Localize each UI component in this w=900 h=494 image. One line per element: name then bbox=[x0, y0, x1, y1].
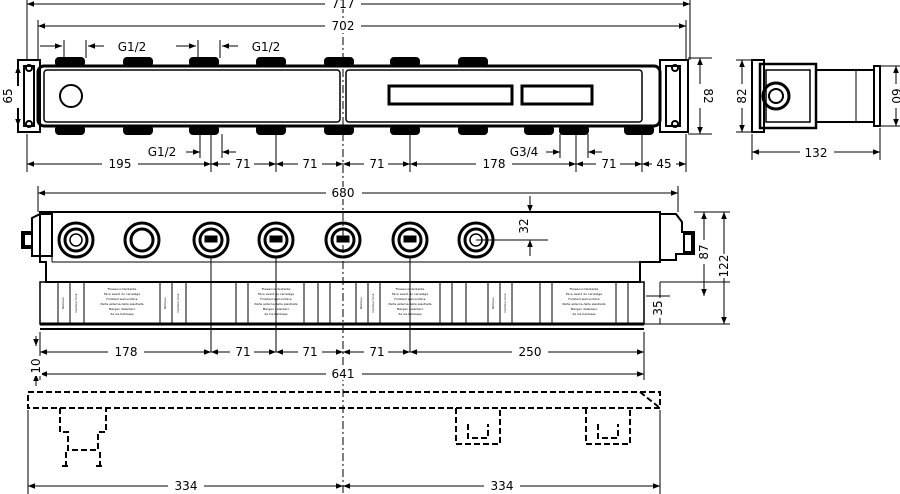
wall-label-vert-d: Contour brut bbox=[176, 293, 180, 313]
wall-label-c2: Face avant du carrelage bbox=[392, 292, 428, 296]
wall-label-d6: de los baldosas bbox=[572, 312, 596, 316]
wall-label-a1: Fliesenvorderkante bbox=[108, 287, 137, 291]
dim-45: 45 bbox=[656, 157, 671, 171]
top-nuts bbox=[55, 57, 654, 135]
dim-g12-bottom: G1/2 bbox=[148, 145, 177, 159]
front-right-bracket bbox=[659, 213, 695, 261]
wall-label-c5: Margen delantero bbox=[397, 307, 424, 311]
wall-label-d1: Fliesenvorderkante bbox=[570, 287, 599, 291]
dim-side-82: 82 bbox=[735, 88, 749, 103]
wall-label-b3: Finished wall surface bbox=[260, 297, 291, 301]
wall-label-d2: Face avant du carrelage bbox=[566, 292, 602, 296]
dim-641: 641 bbox=[332, 367, 355, 381]
wall-label-c1: Fliesenvorderkante bbox=[396, 287, 425, 291]
wall-label-a4: Parte esterna della piastrella bbox=[100, 302, 143, 306]
bottom-view bbox=[27, 391, 661, 467]
wall-label-vert-e: Rohbau bbox=[359, 297, 363, 308]
main-body-top bbox=[36, 64, 662, 128]
dim-side-132: 132 bbox=[805, 146, 828, 160]
dim-178: 178 bbox=[483, 157, 506, 171]
dim-334-left: 334 bbox=[175, 479, 198, 493]
dim-g12-b: G1/2 bbox=[252, 40, 281, 54]
dim-334-right: 334 bbox=[491, 479, 514, 493]
wall-label-a2: Face avant du carrelage bbox=[104, 292, 140, 296]
wall-label-vert-a: Rohbau bbox=[61, 297, 65, 308]
wall-label-vert-g: Rohbau bbox=[491, 297, 495, 308]
cutout-2 bbox=[520, 84, 594, 106]
wall-label-d3: Finished wall surface bbox=[568, 297, 599, 301]
wall-label-a6: de los baldosas bbox=[110, 312, 134, 316]
dim-spacing-71-b: 71 bbox=[302, 345, 317, 359]
dim-680: 680 bbox=[332, 186, 355, 200]
port-circle bbox=[59, 84, 83, 108]
wall-label-c3: Finished wall surface bbox=[394, 297, 425, 301]
front-valves bbox=[57, 221, 495, 259]
dim-65: 65 bbox=[1, 88, 15, 103]
front-left-bracket bbox=[21, 213, 53, 257]
dim-87: 87 bbox=[697, 244, 711, 259]
wall-label-b4: Parte esterna della piastrella bbox=[254, 302, 297, 306]
dim-g34: G3/4 bbox=[510, 145, 539, 159]
wall-label-vert-b: Contour brut bbox=[74, 293, 78, 313]
wall-label-b6: de los baldosas bbox=[264, 312, 288, 316]
wall-label-d5: Margen delantero bbox=[571, 307, 598, 311]
dim-10: 10 bbox=[29, 358, 43, 373]
wall-label-b5: Margen delantero bbox=[263, 307, 290, 311]
wall-label-b1: Fliesenvorderkante bbox=[262, 287, 291, 291]
dim-spacing-71-c: 71 bbox=[369, 345, 384, 359]
wall-label-a3: Finished wall surface bbox=[106, 297, 137, 301]
dim-35: 35 bbox=[651, 300, 665, 315]
top-view bbox=[15, 0, 712, 172]
dim-717: 717 bbox=[332, 0, 355, 11]
dim-82-right: 82 bbox=[701, 88, 715, 103]
dim-side-60: 60 bbox=[889, 88, 900, 103]
side-view bbox=[736, 59, 900, 160]
dim-spacing-250: 250 bbox=[519, 345, 542, 359]
wall-label-vert-f: Contour brut bbox=[371, 293, 375, 313]
dim-71-b: 71 bbox=[302, 157, 317, 171]
wall-plate-labels: Fliesenvorderkante Face avant du carrela… bbox=[61, 287, 606, 316]
dim-122: 122 bbox=[717, 255, 731, 278]
right-bracket bbox=[659, 59, 689, 133]
dim-spacing-71-a: 71 bbox=[235, 345, 250, 359]
dim-195: 195 bbox=[109, 157, 132, 171]
dim-71-c: 71 bbox=[369, 157, 384, 171]
dim-71-d: 71 bbox=[601, 157, 616, 171]
wall-label-a5: Margen delantero bbox=[109, 307, 136, 311]
dim-spacing-178: 178 bbox=[115, 345, 138, 359]
wall-plate-dividers bbox=[57, 282, 629, 324]
wall-label-d4: Parte esterna della piastrella bbox=[562, 302, 605, 306]
dim-71-a: 71 bbox=[235, 157, 250, 171]
wall-label-c4: Parte esterna della piastrella bbox=[388, 302, 431, 306]
dim-g12-a: G1/2 bbox=[118, 40, 147, 54]
dim-702: 702 bbox=[332, 19, 355, 33]
wall-label-b2: Face avant du carrelage bbox=[258, 292, 294, 296]
cutout-1 bbox=[387, 84, 514, 106]
wall-label-vert-h: Contour brut bbox=[503, 293, 507, 313]
wall-label-c6: de los baldosas bbox=[398, 312, 422, 316]
dim-32: 32 bbox=[517, 218, 531, 233]
wall-label-vert-c: Rohbau bbox=[163, 297, 167, 308]
